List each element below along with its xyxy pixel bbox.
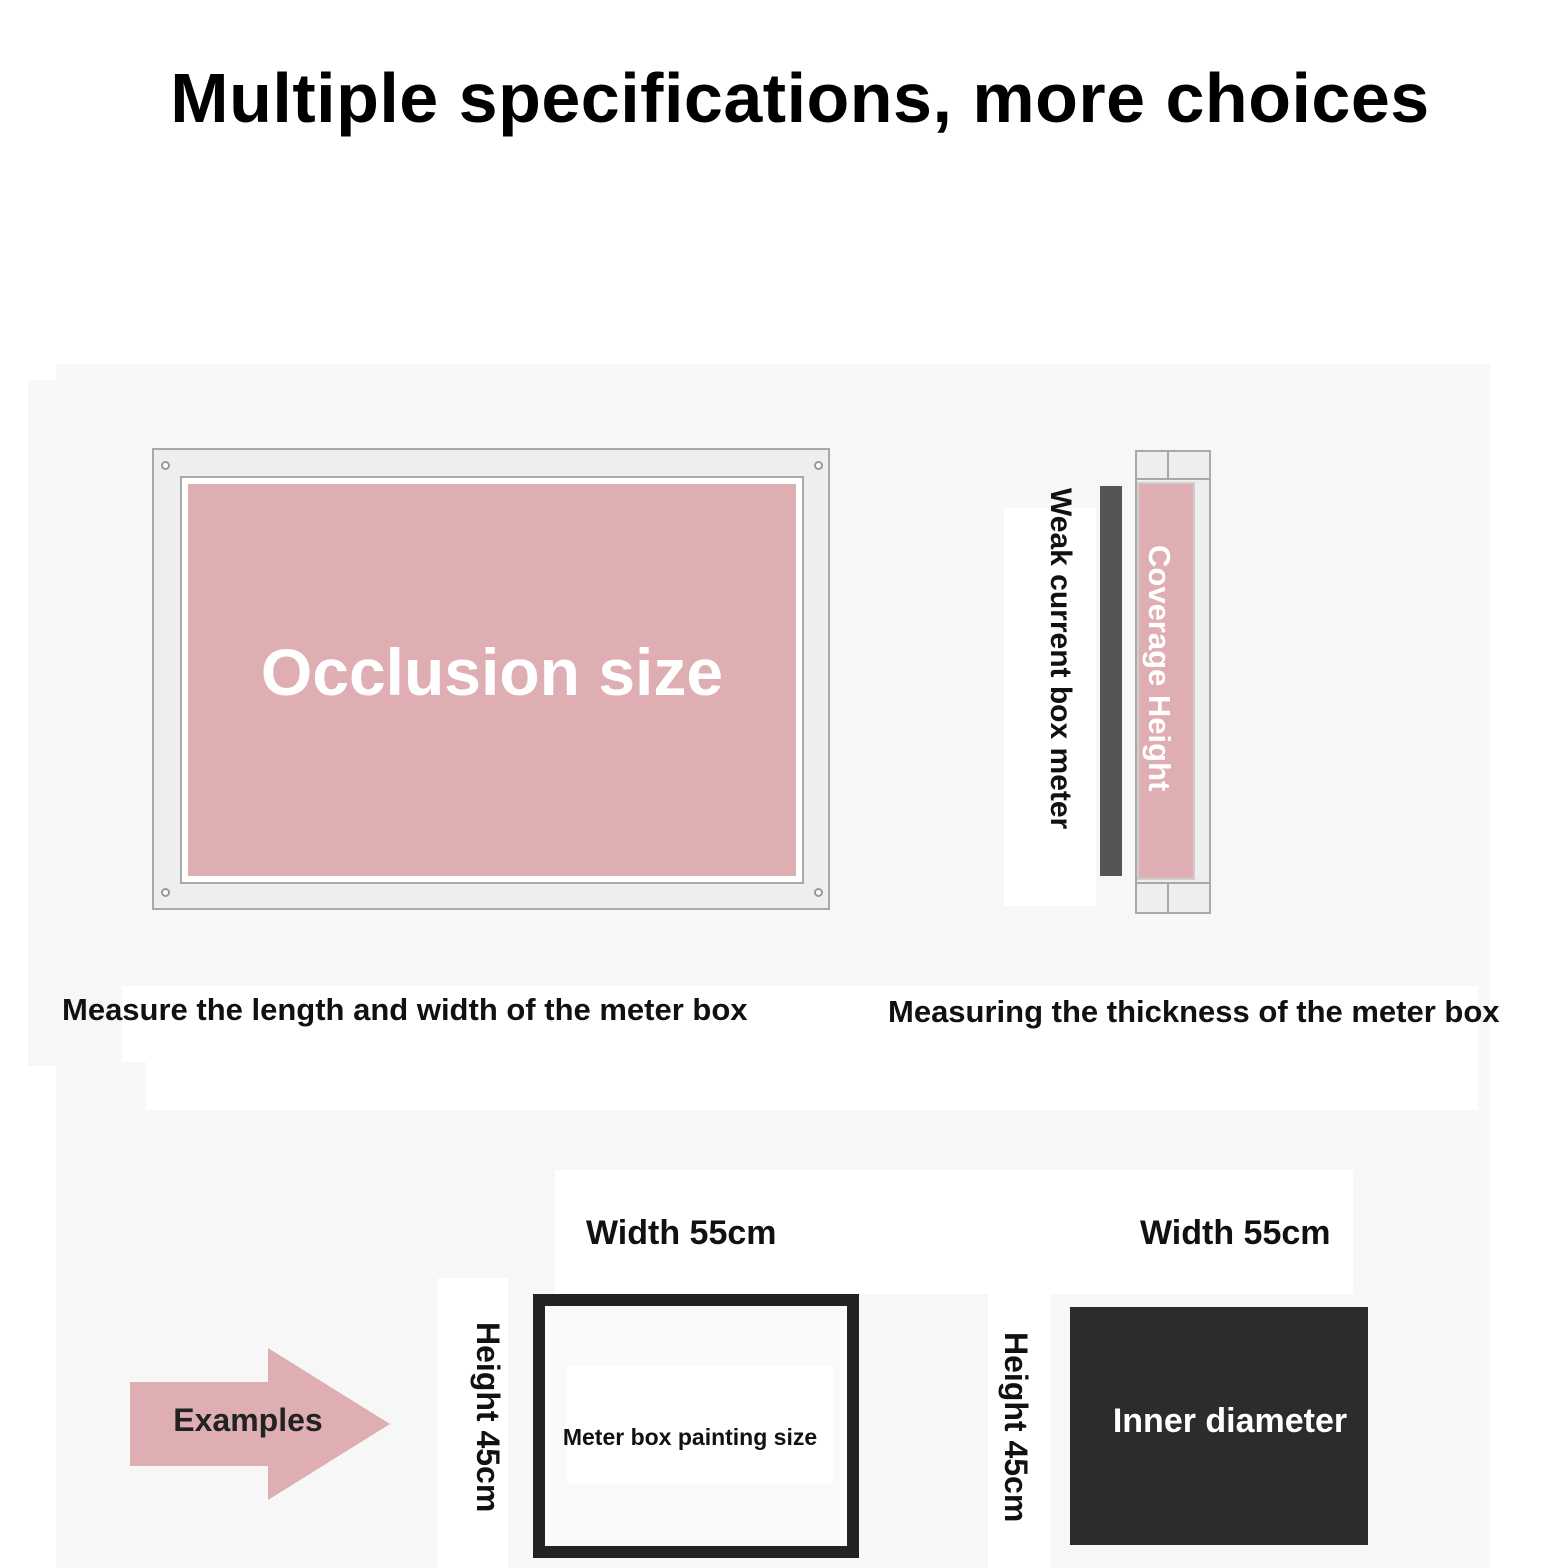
weak-current-meter-label: Weak current box meter (1044, 488, 1077, 830)
screw-icon (814, 461, 823, 470)
caption-strip-lower (146, 1060, 1478, 1110)
occlusion-area (188, 484, 796, 876)
side-view-caption: Measuring the thickness of the meter box (888, 994, 1500, 1029)
meter-label-strip (1004, 508, 1096, 906)
height-label-strip-right (988, 1290, 1050, 1568)
inner-diameter-label: Inner diameter (1112, 1402, 1348, 1440)
inner-width-label: Width 55cm (1140, 1214, 1331, 1252)
examples-arrow-icon (130, 1348, 390, 1500)
screw-icon (161, 461, 170, 470)
examples-label: Examples (173, 1402, 323, 1438)
painting-label-strip (567, 1366, 833, 1484)
coverage-area (1137, 482, 1195, 880)
painting-width-label: Width 55cm (586, 1214, 777, 1252)
side-frame-rule (1135, 882, 1211, 884)
inner-diameter-box (1070, 1307, 1368, 1545)
painting-size-label: Meter box painting size (562, 1424, 818, 1450)
page-title: Multiple specifications, more choices (170, 59, 1430, 137)
weak-current-meter-bar (1100, 486, 1122, 876)
caption-strip (122, 986, 1478, 1062)
occlusion-size-label: Occlusion size (260, 635, 724, 709)
painting-height-label: Height 45cm (470, 1322, 506, 1513)
front-view-caption: Measure the length and width of the mete… (62, 992, 748, 1027)
screw-icon (161, 888, 170, 897)
side-frame-divider (1167, 450, 1169, 480)
screw-icon (814, 888, 823, 897)
coverage-height-label: Coverage Height (1142, 545, 1177, 792)
width-label-strip (555, 1170, 1353, 1294)
inner-height-label: Height 45cm (998, 1332, 1034, 1523)
height-label-strip-left (438, 1278, 508, 1568)
side-frame-rule (1135, 478, 1211, 480)
side-frame-divider (1167, 882, 1169, 914)
